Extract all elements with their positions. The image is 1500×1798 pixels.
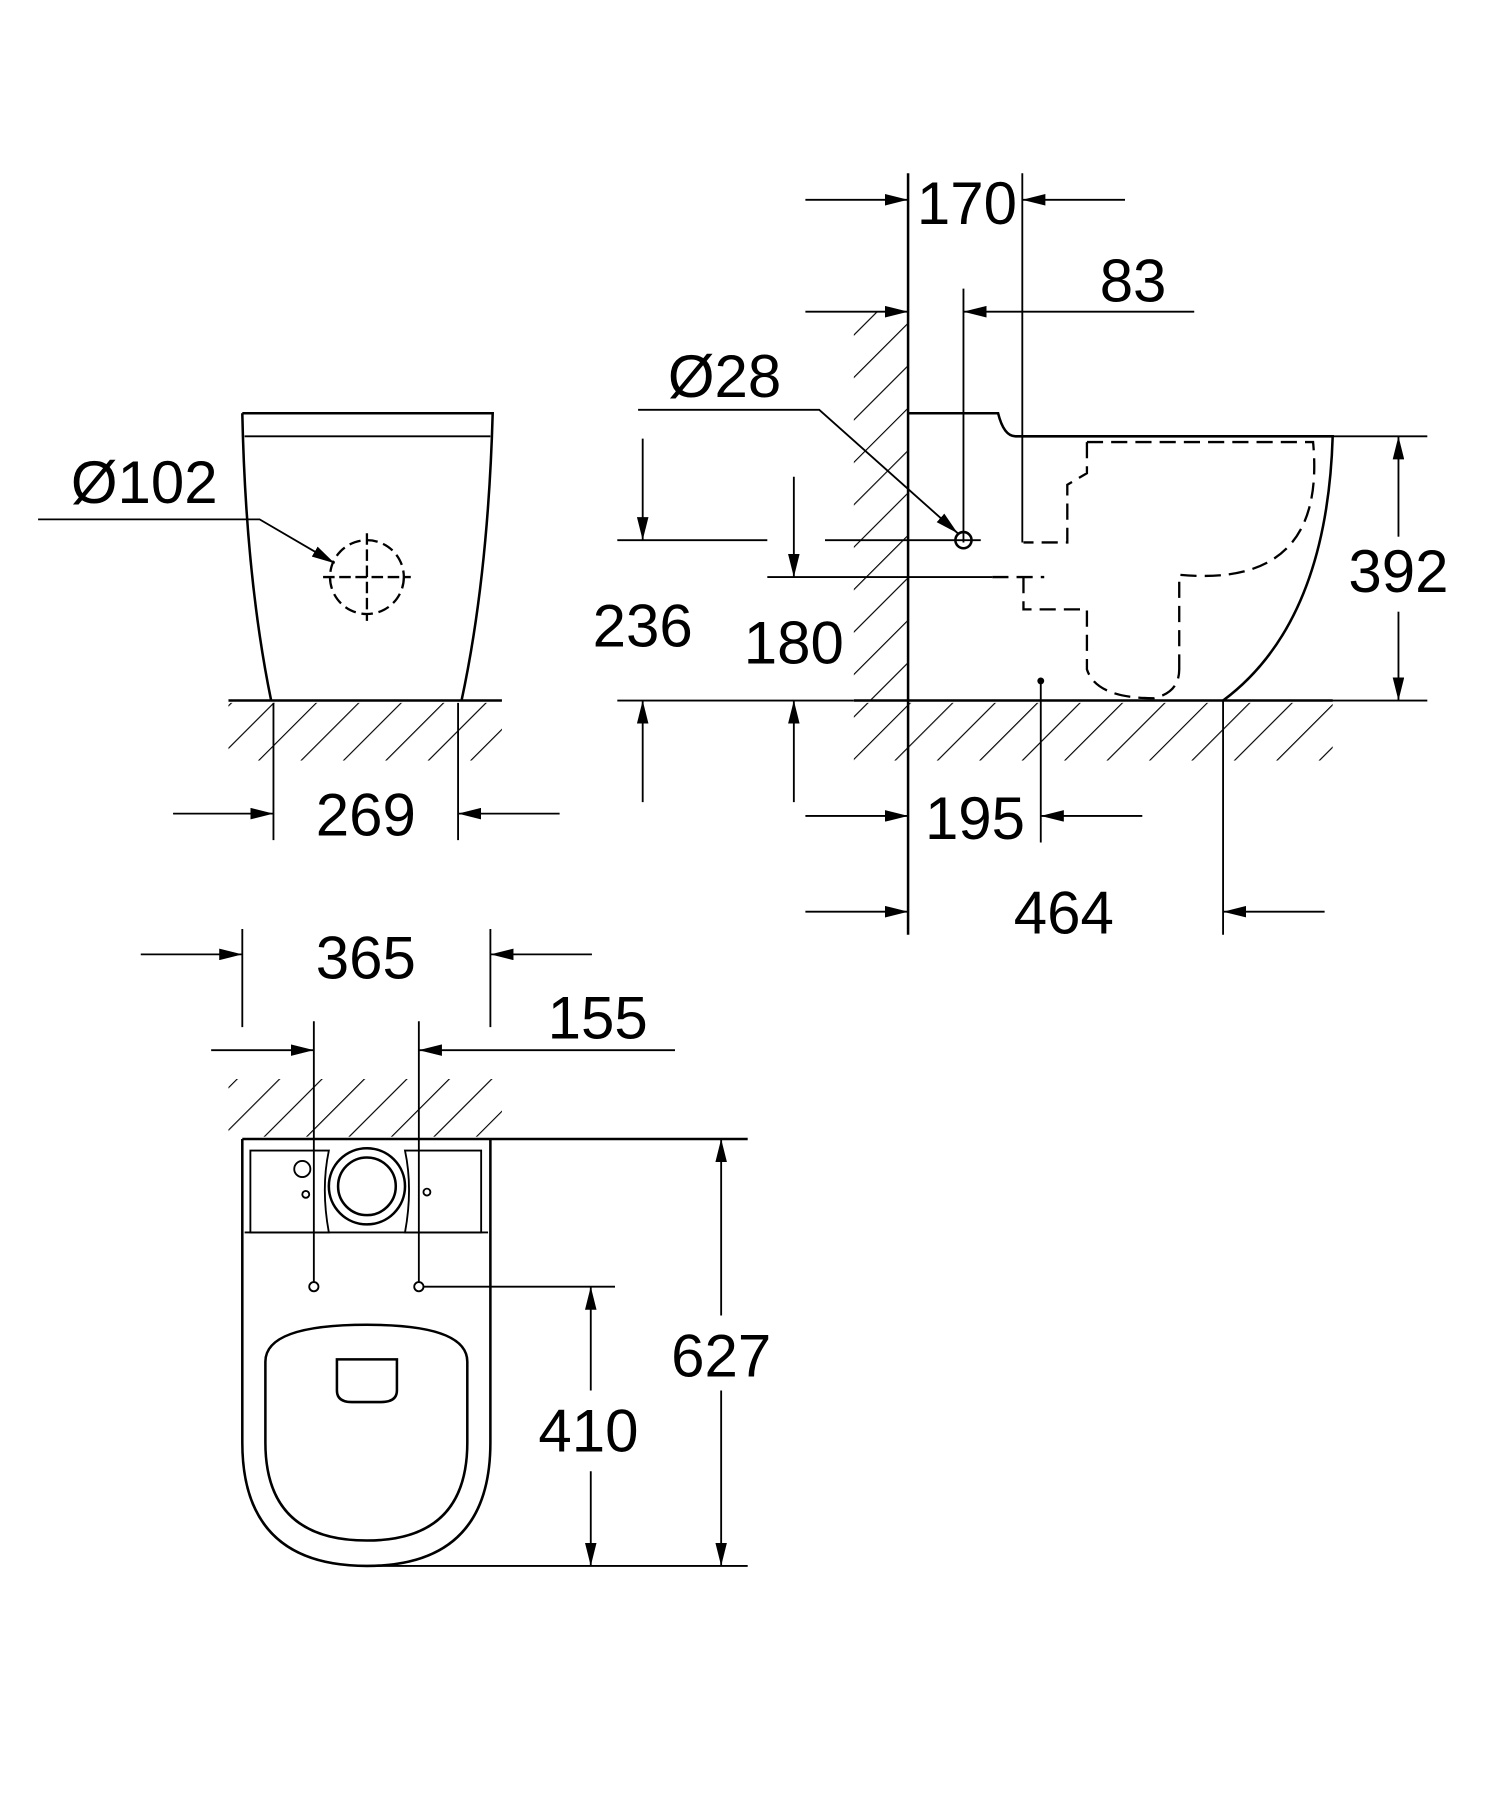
flush-button-outer	[327, 1146, 407, 1226]
bowl-hidden-lines	[1022, 440, 1316, 700]
dim-627: 627	[671, 1323, 771, 1390]
wall-hatch	[228, 1079, 502, 1137]
tank-panels	[249, 1149, 483, 1234]
tank-hole	[293, 1160, 312, 1178]
fixing-point	[413, 1281, 425, 1293]
flush-button	[336, 1156, 398, 1217]
tank-hole	[422, 1187, 432, 1197]
dim-83: 83	[1100, 247, 1167, 314]
front-view: Ø102 269	[38, 411, 560, 849]
dim-180: 180	[744, 610, 844, 677]
dim-170: 170	[917, 170, 1017, 237]
dim-392: 392	[1348, 538, 1448, 605]
wall-hatch	[853, 311, 907, 701]
dim-d102: Ø102	[71, 449, 218, 516]
dim-464: 464	[1014, 880, 1114, 947]
fixing-point	[308, 1281, 320, 1293]
lid-handle	[335, 1358, 399, 1404]
dim-195: 195	[925, 785, 1025, 852]
dim-365: 365	[316, 925, 416, 992]
leader-d102	[38, 518, 336, 565]
seat-outline	[264, 1323, 469, 1542]
floor-hatch	[853, 702, 1333, 761]
dim-269: 269	[316, 782, 416, 849]
top-view: 365 155 627 410	[140, 925, 771, 1568]
dim-d28: Ø28	[668, 343, 781, 410]
dim-410: 410	[538, 1398, 638, 1465]
tank-hole	[301, 1189, 311, 1199]
side-view: 170 83 Ø28 236 180 392 195	[593, 170, 1449, 947]
tank-outline	[241, 411, 494, 701]
toilet-outline	[908, 411, 1335, 702]
floor-hatch	[228, 702, 502, 761]
leader-d28	[638, 408, 959, 534]
dim-236: 236	[593, 592, 693, 659]
dim-155: 155	[548, 985, 648, 1052]
